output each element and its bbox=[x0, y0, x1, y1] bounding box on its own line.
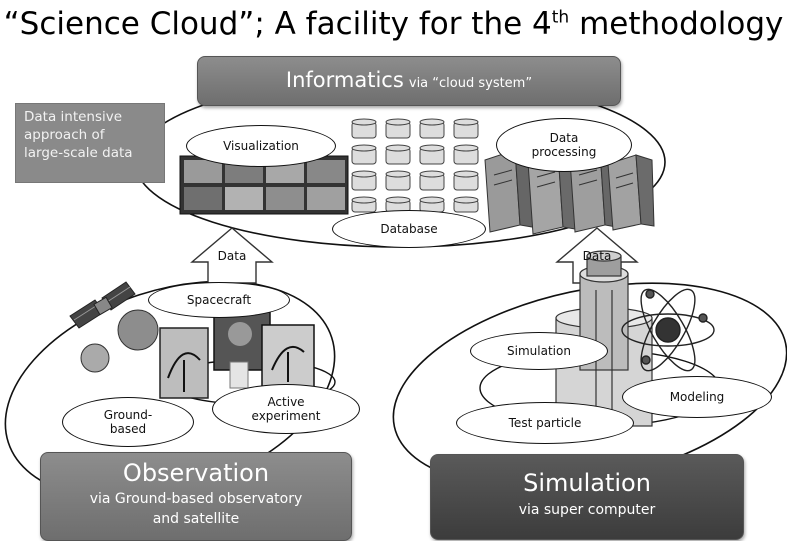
data-processing-line-1: Data bbox=[549, 131, 579, 145]
title-suffix: methodology bbox=[569, 6, 784, 42]
modeling-label: Modeling bbox=[622, 376, 772, 418]
active-experiment-line-1: Active bbox=[267, 395, 305, 409]
informatics-sub: via “cloud system” bbox=[408, 76, 533, 91]
simulation-item-text: Simulation bbox=[507, 344, 571, 358]
data-arrow-left-label: Data bbox=[217, 249, 247, 263]
database-cylinders-icon bbox=[351, 118, 479, 213]
data-processing-label: Data processing bbox=[496, 118, 632, 172]
observation-banner: Observation via Ground-based observatory… bbox=[40, 452, 352, 541]
modeling-text: Modeling bbox=[669, 390, 725, 404]
note-line-1: Data intensive bbox=[24, 109, 123, 125]
simulation-sub: via super computer bbox=[518, 502, 656, 518]
test-particle-text: Test particle bbox=[508, 416, 582, 430]
monitor-wall-icon bbox=[179, 155, 349, 215]
atom-icon bbox=[621, 288, 715, 372]
page-title: “Science Cloud”; A facility for the 4th … bbox=[0, 6, 787, 42]
radar-dish-icon bbox=[80, 309, 315, 399]
simulation-item-label: Simulation bbox=[470, 332, 608, 370]
spacecraft-label: Spacecraft bbox=[148, 282, 290, 318]
note-line-3: large-scale data bbox=[24, 145, 133, 161]
data-processing-line-2: processing bbox=[531, 145, 597, 159]
data-intensive-note: Data intensive approach of large-scale d… bbox=[15, 103, 165, 183]
database-label: Database bbox=[332, 210, 486, 248]
test-particle-label: Test particle bbox=[456, 402, 634, 444]
note-line-2: approach of bbox=[24, 127, 105, 143]
ground-based-line-2: based bbox=[109, 422, 147, 436]
satellite-icon bbox=[69, 281, 136, 329]
ground-based-label: Ground- based bbox=[62, 397, 194, 447]
informatics-label: Informatics bbox=[285, 68, 404, 92]
observation-label: Observation bbox=[122, 459, 270, 487]
simulation-label: Simulation bbox=[523, 469, 651, 497]
active-experiment-line-2: experiment bbox=[251, 409, 321, 423]
active-experiment-label: Active experiment bbox=[212, 384, 360, 434]
ground-based-line-1: Ground- bbox=[103, 408, 153, 422]
spacecraft-text: Spacecraft bbox=[186, 293, 252, 307]
title-superscript: th bbox=[551, 7, 570, 28]
simulation-banner: Simulation via super computer bbox=[430, 454, 744, 540]
data-arrow-right-label: Data bbox=[582, 249, 612, 263]
visualization-label: Visualization bbox=[186, 125, 336, 167]
observation-sub-2: and satellite bbox=[152, 511, 240, 527]
informatics-banner: Informatics via “cloud system” bbox=[197, 56, 621, 106]
visualization-text: Visualization bbox=[223, 139, 299, 153]
observation-sub-1: via Ground-based observatory bbox=[89, 491, 303, 507]
database-text: Database bbox=[380, 222, 438, 236]
data-arrow-left bbox=[190, 227, 274, 284]
title-prefix: “Science Cloud”; A facility for the 4 bbox=[3, 6, 552, 42]
